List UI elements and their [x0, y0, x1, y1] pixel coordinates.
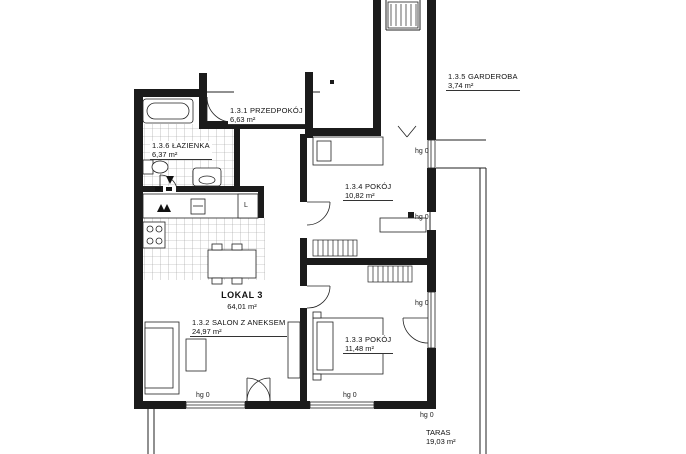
window-mark: hg 0 — [420, 412, 434, 419]
windows — [185, 139, 436, 409]
window-mark: hg 0 — [196, 392, 210, 399]
desk-1-3-4 — [379, 217, 427, 233]
room-label-1-3-3: 1.3.3 POKÓJ 11,48 m² — [343, 335, 394, 354]
room-label-1-3-5: 1.3.5 GARDEROBA 3,74 m² — [446, 72, 520, 91]
room-area: 24,97 m² — [192, 327, 222, 336]
toilet — [142, 159, 154, 175]
window-mark: hg 0 — [415, 300, 429, 307]
coffee-table — [185, 338, 207, 372]
room-label-1-3-1: 1.3.1 PRZEDPOKÓJ 6,63 m² — [228, 106, 305, 125]
room-area: 6,37 m² — [152, 150, 178, 159]
wardrobe-hatching — [312, 4, 417, 283]
terrace-label: TARAS 19,03 m² — [426, 428, 456, 446]
unit-label: LOKAL 3 64,01 m² — [214, 290, 270, 312]
room-area: 11,48 m² — [345, 344, 375, 353]
fridge — [237, 193, 259, 219]
room-area: 3,74 m² — [448, 81, 474, 90]
room-name: 1.3.4 POKÓJ — [345, 182, 392, 191]
window-mark: hg 0 — [415, 214, 429, 221]
terrace-name: TARAS — [426, 428, 451, 437]
tv-cabinet — [287, 321, 301, 379]
sink — [190, 198, 206, 215]
room-name: 1.3.6 ŁAZIENKA — [152, 141, 210, 150]
thin-lines — [147, 0, 487, 454]
window-mark: hg 0 — [343, 392, 357, 399]
room-name: 1.3.3 POKÓJ — [345, 335, 392, 344]
window-mark: hg 0 — [415, 148, 429, 155]
room-label-1-3-4: 1.3.4 POKÓJ 10,82 m² — [343, 182, 394, 201]
cooktop — [142, 221, 166, 249]
room-name: 1.3.2 SALON Z ANEKSEM — [192, 318, 286, 327]
dining-table — [207, 249, 257, 279]
room-area: 6,63 m² — [230, 115, 256, 124]
unit-name: LOKAL 3 — [221, 290, 263, 300]
room-label-1-3-2: 1.3.2 SALON Z ANEKSEM 24,97 m² — [190, 318, 288, 337]
fridge-mark: L — [244, 202, 248, 209]
unit-area: 64,01 m² — [227, 302, 257, 311]
room-name: 1.3.1 PRZEDPOKÓJ — [230, 106, 303, 115]
wardrobe-rack — [387, 1, 419, 29]
room-label-1-3-6: 1.3.6 ŁAZIENKA 6,37 m² — [150, 141, 212, 160]
terrace-area: 19,03 m² — [426, 437, 456, 446]
doors — [159, 96, 429, 402]
ventilation-arrows-icon — [155, 176, 174, 212]
room-name: 1.3.5 GARDEROBA — [448, 72, 518, 81]
fixtures — [142, 1, 427, 395]
room-area: 10,82 m² — [345, 191, 375, 200]
